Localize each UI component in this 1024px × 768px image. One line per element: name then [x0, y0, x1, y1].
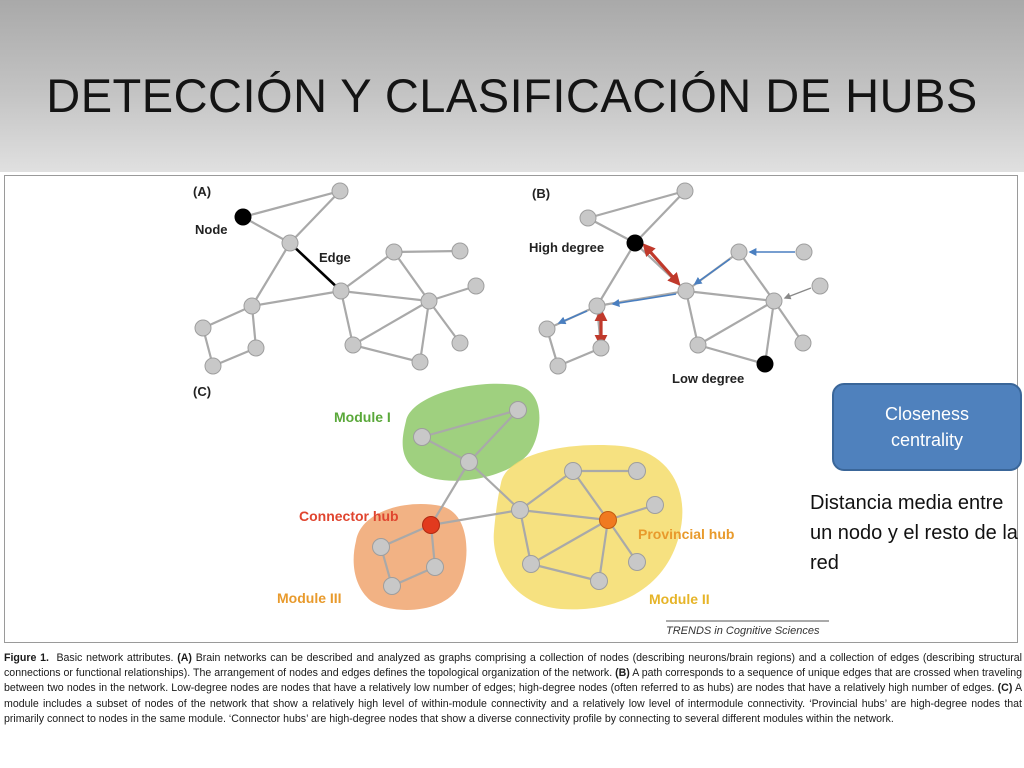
panel-a: (A) — [193, 182, 485, 375]
caption-figure-label: Figure 1. — [4, 652, 49, 664]
module-1-label: Module I — [334, 409, 391, 425]
gray-path-arrow — [783, 287, 812, 300]
closeness-description: Distancia media entre un nodo y el resto… — [810, 492, 1018, 574]
blue-path-arrow — [557, 310, 588, 325]
panel-a-edges — [201, 189, 477, 368]
high-degree-label: High degree — [529, 240, 604, 255]
node-label: Node — [195, 222, 228, 237]
module-3-label: Module III — [277, 590, 342, 606]
panel-c-tag: (C) — [193, 384, 211, 399]
edge-highlight — [289, 242, 342, 292]
module-1-blob — [402, 383, 540, 481]
low-degree-node — [756, 355, 774, 373]
module-3-blob — [353, 504, 467, 610]
network-figure: (A) — [193, 182, 829, 637]
panel-b-tag: (B) — [532, 186, 550, 201]
panel-b: (B) — [529, 182, 829, 386]
highlighted-node — [234, 208, 252, 226]
caption-part-b-tag: (B) — [615, 667, 630, 680]
caption-part-b: A path corresponds to a sequence of uniq… — [4, 667, 1022, 695]
panel-b-arrows — [557, 243, 812, 348]
closeness-centrality-box: Closeness centrality — [832, 383, 1022, 471]
closeness-centrality-label: Closeness centrality — [884, 404, 970, 450]
caption-part-a-tag: (A) — [177, 652, 192, 664]
caption-part-c-tag: (C) — [997, 682, 1013, 695]
panel-a-tag: (A) — [193, 184, 211, 199]
panel-a-nodes — [194, 182, 485, 375]
caption-part-c: A module includes a subset of nodes of t… — [4, 682, 1023, 725]
title-bar — [0, 0, 1024, 172]
red-path-arrow — [642, 243, 681, 286]
blue-path-arrow — [693, 258, 731, 285]
blue-path-arrow — [611, 293, 677, 307]
low-degree-label: Low degree — [672, 371, 744, 386]
caption-part-a: Brain networks can be described and anal… — [4, 652, 1023, 680]
figure-caption: Figure 1. Basic network attributes. (A) … — [4, 651, 1022, 727]
panel-b-nodes — [538, 182, 829, 375]
figure-source: TRENDS in Cognitive Sciences — [666, 625, 820, 637]
connector-hub-node — [422, 516, 440, 534]
module-2-label: Module II — [649, 591, 710, 607]
high-degree-node — [626, 234, 644, 252]
provincial-hub-node — [599, 511, 617, 529]
provincial-hub-label: Provincial hub — [638, 526, 734, 542]
edge-label: Edge — [319, 250, 351, 265]
slide-title: DETECCIÓN Y CLASIFICACIÓN DE HUBS — [46, 69, 978, 122]
caption-intro: Basic network attributes. — [56, 652, 174, 664]
panel-c: (C) — [193, 383, 734, 610]
connector-hub-label: Connector hub — [299, 508, 399, 524]
panel-c-nodes — [372, 401, 664, 595]
